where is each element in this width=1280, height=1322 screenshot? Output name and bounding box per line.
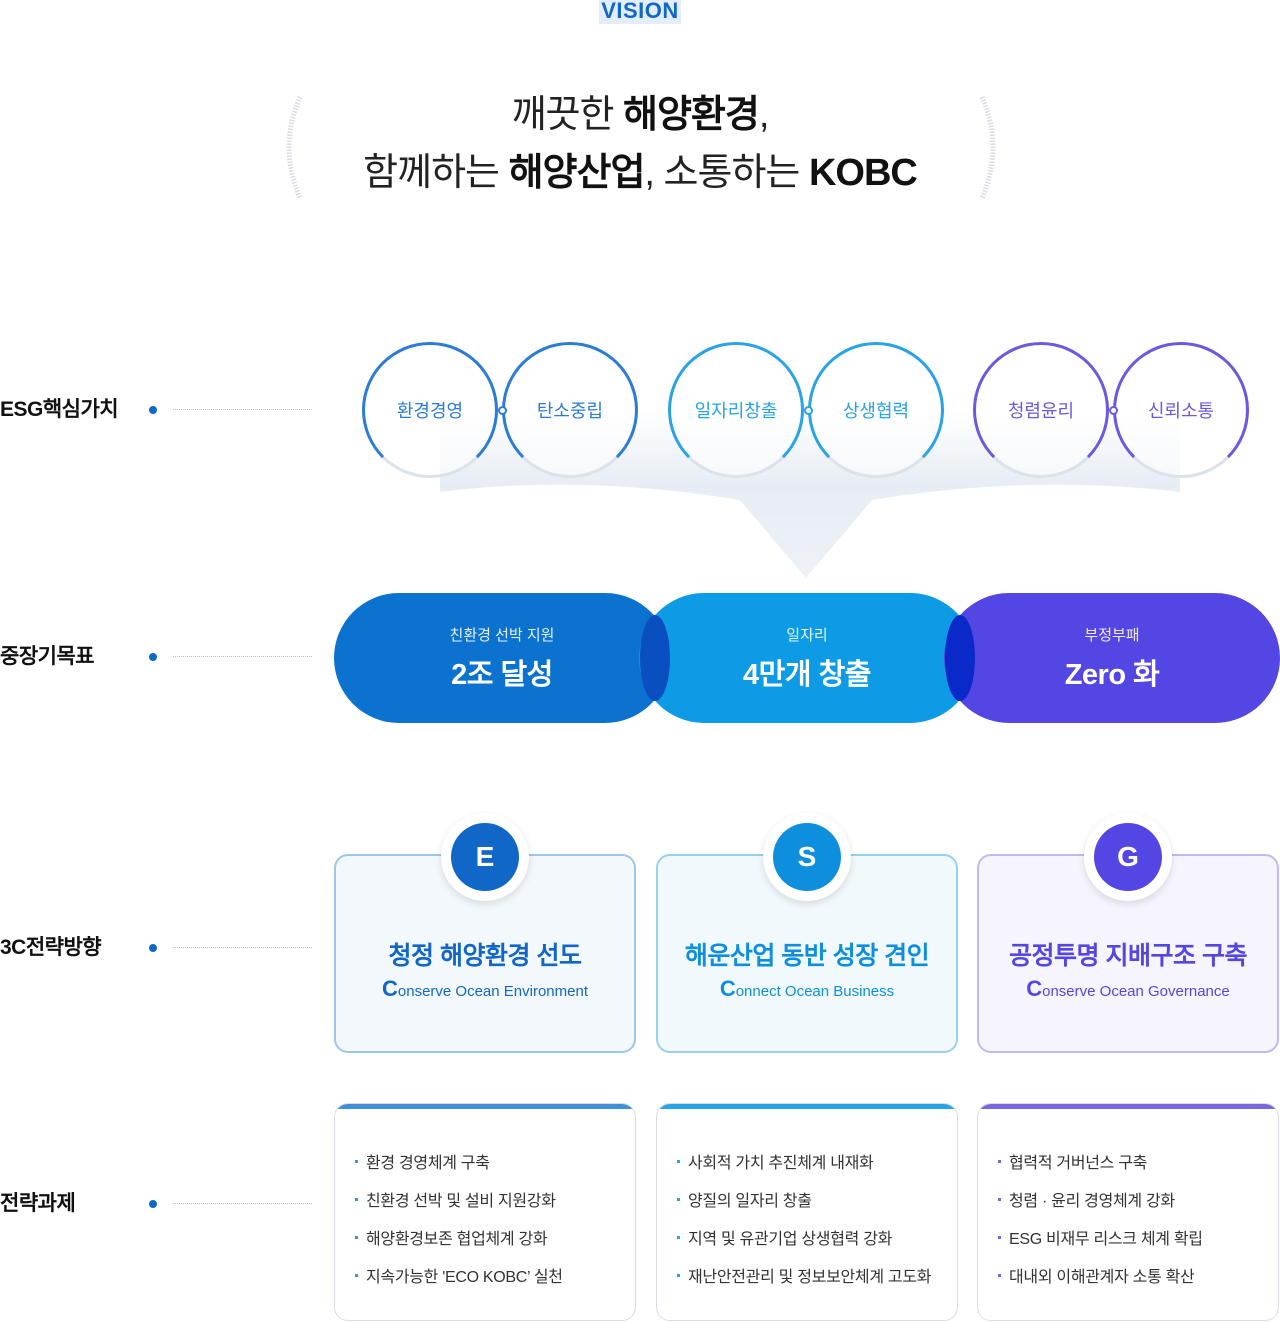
direction-subtitle-s: Connect Ocean Business — [719, 976, 895, 1001]
row-label-core-values: ESG핵심가치 — [0, 398, 119, 421]
task-item: 지속가능한 'ECO KOBC’ 실천 — [355, 1259, 563, 1297]
task-item: 양질의 일자리 창출 — [677, 1183, 931, 1221]
row-connector-line — [173, 656, 312, 657]
task-list: 협력적 거버넌스 구축 청렴 · 윤리 경영체계 강화 ESG 비재무 리스크 … — [998, 1145, 1203, 1297]
row-bullet — [149, 653, 157, 661]
goal-value: Zero 화 — [1064, 658, 1160, 691]
badge-e: E — [441, 813, 529, 901]
goal-caption: 일자리 — [786, 626, 828, 644]
goal-pill-corruption: 부정부패 Zero 화 — [944, 593, 1280, 723]
row-label-tasks: 전략과제 — [0, 1192, 76, 1215]
core-value-circle-4: 상생협력 — [808, 342, 944, 478]
row-connector-line — [173, 947, 312, 948]
task-topbar — [335, 1104, 635, 1109]
task-item: 해양환경보존 협업체계 강화 — [355, 1221, 563, 1259]
goal-value: 4만개 창출 — [743, 658, 871, 691]
direction-subtitle-e: Conserve Ocean Environment — [382, 976, 588, 1001]
vision-tag: VISION — [599, 0, 681, 24]
vision-line-2: 함께하는 해양산업, 소통하는 KOBC — [363, 152, 918, 194]
goal-value: 2조 달성 — [451, 658, 553, 691]
direction-title-e: 청정 해양환경 선도 — [388, 942, 582, 970]
task-item: 협력적 거버넌스 구축 — [998, 1145, 1203, 1183]
vision-line-1: 깨끗한 해양환경, — [511, 94, 770, 136]
core-value-circle-1: 환경경영 — [362, 342, 498, 478]
task-item: 대내외 이해관계자 소통 확산 — [998, 1259, 1203, 1297]
right-bracket-decoration — [979, 95, 996, 199]
pill-overlap-shape — [945, 615, 975, 701]
goal-pill-jobs: 일자리 4만개 창출 — [639, 593, 975, 723]
task-box-s: 사회적 가치 추진체계 내재화 양질의 일자리 창출 지역 및 유관기업 상생협… — [656, 1103, 958, 1321]
badge-s: S — [763, 813, 851, 901]
core-value-circle-5: 청렴윤리 — [973, 342, 1109, 478]
goal-caption: 부정부패 — [1084, 626, 1140, 644]
row-connector-line — [173, 1203, 312, 1204]
core-value-circle-2: 탄소중립 — [502, 342, 638, 478]
vision-slogan: 깨끗한 해양환경, 함께하는 해양산업, 소통하는 KOBC — [300, 86, 980, 202]
task-list: 환경 경영체계 구축 친환경 선박 및 설비 지원강화 해양환경보존 협업체계 … — [355, 1145, 563, 1297]
task-topbar — [657, 1104, 957, 1109]
goal-pill-environment: 친환경 선박 지원 2조 달성 — [334, 593, 670, 723]
row-label-mid-goals: 중장기목표 — [0, 645, 95, 668]
pill-overlap-shape — [640, 615, 670, 701]
goal-caption: 친환경 선박 지원 — [449, 626, 555, 644]
task-item: 청렴 · 윤리 경영체계 강화 — [998, 1183, 1203, 1221]
circle-joint-dot — [1109, 406, 1118, 415]
left-bracket-decoration — [286, 95, 303, 199]
circle-joint-dot — [498, 406, 507, 415]
task-item: 지역 및 유관기업 상생협력 강화 — [677, 1221, 931, 1259]
row-bullet — [149, 944, 157, 952]
badge-g: G — [1084, 813, 1172, 901]
row-bullet — [149, 406, 157, 414]
row-bullet — [149, 1200, 157, 1208]
core-value-circle-6: 신뢰소통 — [1113, 342, 1249, 478]
task-item: ESG 비재무 리스크 체계 확립 — [998, 1221, 1203, 1259]
circle-joint-dot — [804, 406, 813, 415]
task-item: 재난안전관리 및 정보보안체계 고도화 — [677, 1259, 931, 1297]
task-item: 환경 경영체계 구축 — [355, 1145, 563, 1183]
task-topbar — [978, 1104, 1278, 1109]
task-item: 친환경 선박 및 설비 지원강화 — [355, 1183, 563, 1221]
direction-subtitle-g: Conserve Ocean Governance — [1026, 976, 1230, 1001]
direction-title-s: 해운산업 동반 성장 견인 — [684, 942, 930, 970]
task-box-g: 협력적 거버넌스 구축 청렴 · 윤리 경영체계 강화 ESG 비재무 리스크 … — [977, 1103, 1279, 1321]
row-connector-line — [173, 409, 312, 410]
core-value-circle-3: 일자리창출 — [668, 342, 804, 478]
row-label-directions: 3C전략방향 — [0, 936, 102, 959]
direction-title-g: 공정투명 지배구조 구축 — [1009, 942, 1247, 970]
task-list: 사회적 가치 추진체계 내재화 양질의 일자리 창출 지역 및 유관기업 상생협… — [677, 1145, 931, 1297]
task-box-e: 환경 경영체계 구축 친환경 선박 및 설비 지원강화 해양환경보존 협업체계 … — [334, 1103, 636, 1321]
task-item: 사회적 가치 추진체계 내재화 — [677, 1145, 931, 1183]
